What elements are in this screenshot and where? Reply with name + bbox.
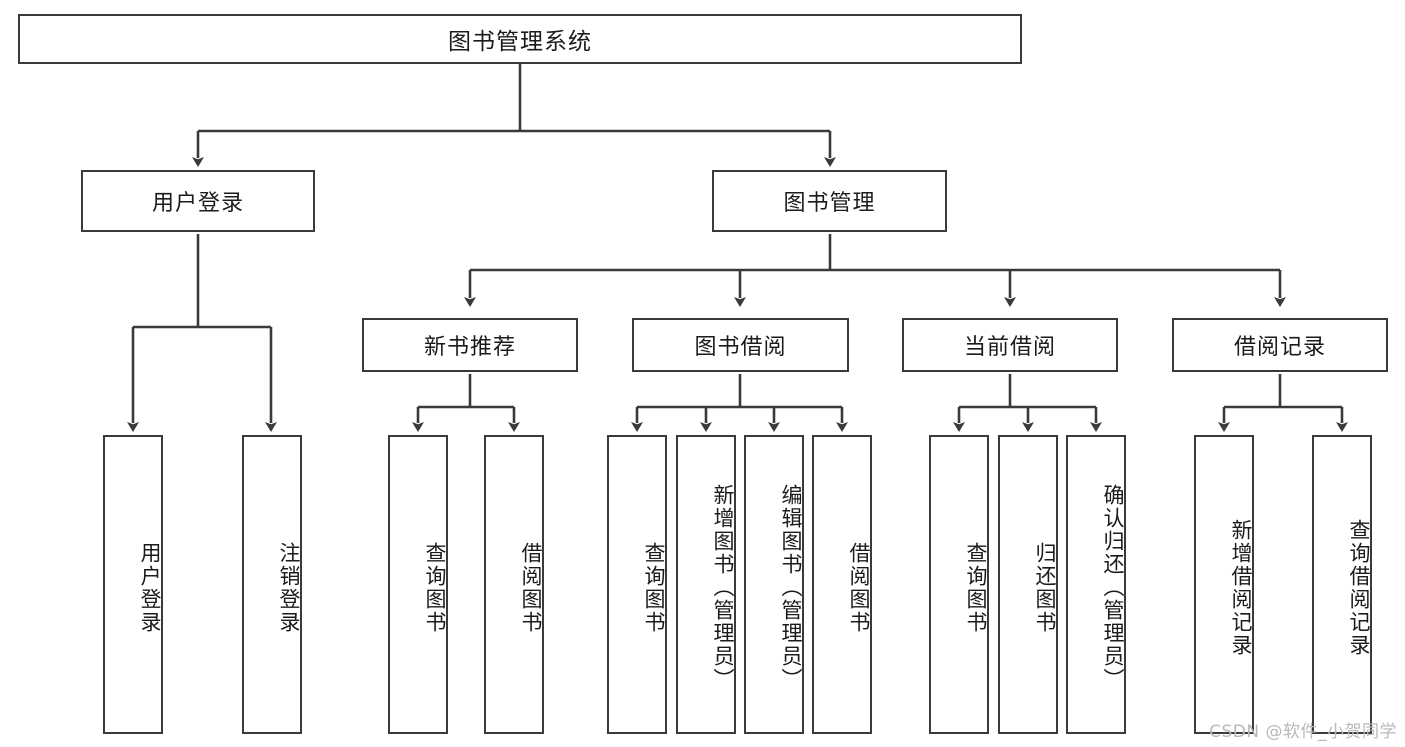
node-new-book-recommend[interactable]: 新书推荐: [362, 318, 578, 372]
node-label: 借阅记录: [1233, 335, 1326, 360]
node-book-management[interactable]: 图书管理: [712, 170, 947, 232]
node-label: 新书推荐: [423, 335, 516, 360]
leaf-current-borrow-confirm-return-admin[interactable]: 确认归还（管理员）: [1066, 435, 1126, 734]
node-label: 注销登录: [277, 541, 301, 634]
leaf-user-login-login[interactable]: 用户登录: [103, 435, 163, 734]
node-label: 用户登录: [151, 191, 244, 216]
node-label: 当前借阅: [963, 335, 1056, 360]
node-book-borrow[interactable]: 图书借阅: [632, 318, 849, 372]
node-label: 查询图书: [642, 541, 666, 634]
node-current-borrow[interactable]: 当前借阅: [902, 318, 1118, 372]
node-label: 新增图书（管理员）: [711, 484, 735, 691]
leaf-book-borrow-query-books[interactable]: 查询图书: [607, 435, 667, 734]
leaf-book-borrow-add-book-admin[interactable]: 新增图书（管理员）: [676, 435, 736, 734]
leaf-current-borrow-return-books[interactable]: 归还图书: [998, 435, 1058, 734]
leaf-borrow-record-query-record[interactable]: 查询借阅记录: [1312, 435, 1372, 734]
leaf-user-login-logout[interactable]: 注销登录: [242, 435, 302, 734]
node-user-login[interactable]: 用户登录: [81, 170, 315, 232]
node-label: 用户登录: [138, 541, 162, 634]
node-label: 图书管理: [783, 191, 876, 216]
node-label: 新增借阅记录: [1229, 518, 1253, 657]
node-label: 图书管理系统: [448, 29, 592, 55]
node-root-book-management-system[interactable]: 图书管理系统: [18, 14, 1022, 64]
leaf-book-borrow-edit-book-admin[interactable]: 编辑图书（管理员）: [744, 435, 804, 734]
leaf-book-borrow-borrow-books[interactable]: 借阅图书: [812, 435, 872, 734]
node-label: 查询借阅记录: [1347, 518, 1371, 657]
leaf-new-book-query-books[interactable]: 查询图书: [388, 435, 448, 734]
node-label: 借阅图书: [519, 541, 543, 634]
node-label: 归还图书: [1033, 541, 1057, 634]
node-label: 图书借阅: [694, 335, 787, 360]
node-label: 确认归还（管理员）: [1101, 484, 1125, 691]
node-label: 借阅图书: [847, 541, 871, 634]
node-label: 编辑图书（管理员）: [779, 484, 803, 691]
node-label: 查询图书: [964, 541, 988, 634]
leaf-borrow-record-add-record[interactable]: 新增借阅记录: [1194, 435, 1254, 734]
leaf-current-borrow-query-books[interactable]: 查询图书: [929, 435, 989, 734]
node-label: 查询图书: [423, 541, 447, 634]
leaf-new-book-borrow-books[interactable]: 借阅图书: [484, 435, 544, 734]
watermark-text: CSDN @软件_小贺同学: [1209, 722, 1397, 742]
node-borrow-record[interactable]: 借阅记录: [1172, 318, 1388, 372]
